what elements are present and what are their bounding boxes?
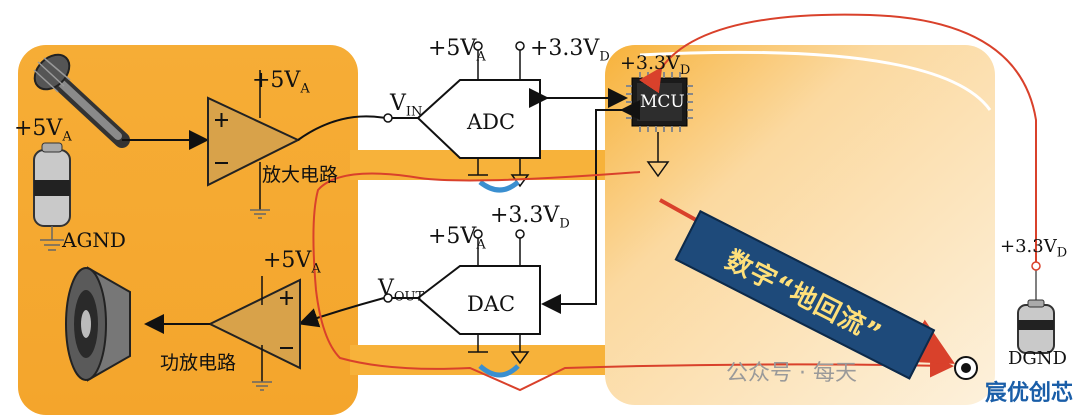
watermark-logo: 宸优创芯 — [985, 381, 1074, 406]
pa-ground-icon — [252, 381, 272, 391]
speaker-icon — [65, 266, 131, 382]
agnd-ground-icon — [40, 226, 64, 251]
adc-33v-label: +3.3VD — [530, 36, 610, 65]
adc-5v-label: +5VA — [428, 36, 486, 65]
mic-supply-label: +5VA — [14, 116, 72, 145]
dac-block — [416, 229, 541, 365]
adc-block — [416, 41, 541, 188]
power-amplifier-label: 功放电路 — [160, 352, 237, 374]
dac-label: DAC — [467, 292, 516, 316]
adc-ground-link — [478, 179, 520, 193]
microphone-icon — [33, 53, 130, 148]
mcu-label: MCU — [640, 92, 685, 112]
power-amplifier-opamp — [207, 276, 301, 382]
right-33v-label: +3.3VD — [1000, 236, 1068, 261]
vout-label: VOUT — [378, 276, 425, 305]
dac-ground-link — [478, 364, 520, 378]
mcu-33v-label: +3.3VD — [620, 52, 691, 78]
amp-ground-icon — [250, 209, 270, 219]
agnd-label: AGND — [62, 228, 126, 252]
dac-33v-label: +3.3VD — [490, 203, 570, 232]
amplifier-opamp — [207, 70, 301, 210]
amp-supply-label: +5VA — [252, 68, 310, 97]
dac-5v-label: +5VA — [428, 224, 486, 253]
ground-return-path — [312, 171, 954, 392]
vin-label: VIN — [390, 91, 423, 120]
mcu-ground-icon — [646, 161, 670, 178]
digital-zone-outline — [639, 50, 992, 111]
vout-to-pa — [298, 297, 385, 328]
watermark-text: 公众号 · 每天 — [726, 361, 857, 386]
pa-supply-label: +5VA — [263, 248, 321, 277]
ground-terminal-icon — [954, 356, 978, 380]
adc-label: ADC — [467, 110, 516, 134]
dgnd-battery-icon — [1017, 261, 1055, 354]
dgnd-supply-path — [638, 13, 1037, 262]
mcu-chip — [626, 72, 693, 132]
dgnd-label: DGND — [1008, 348, 1067, 369]
battery-icon — [33, 142, 71, 227]
mcu-dac-bus — [541, 100, 640, 314]
vin-wire — [297, 115, 386, 141]
amplifier-label: 放大电路 — [262, 164, 339, 186]
